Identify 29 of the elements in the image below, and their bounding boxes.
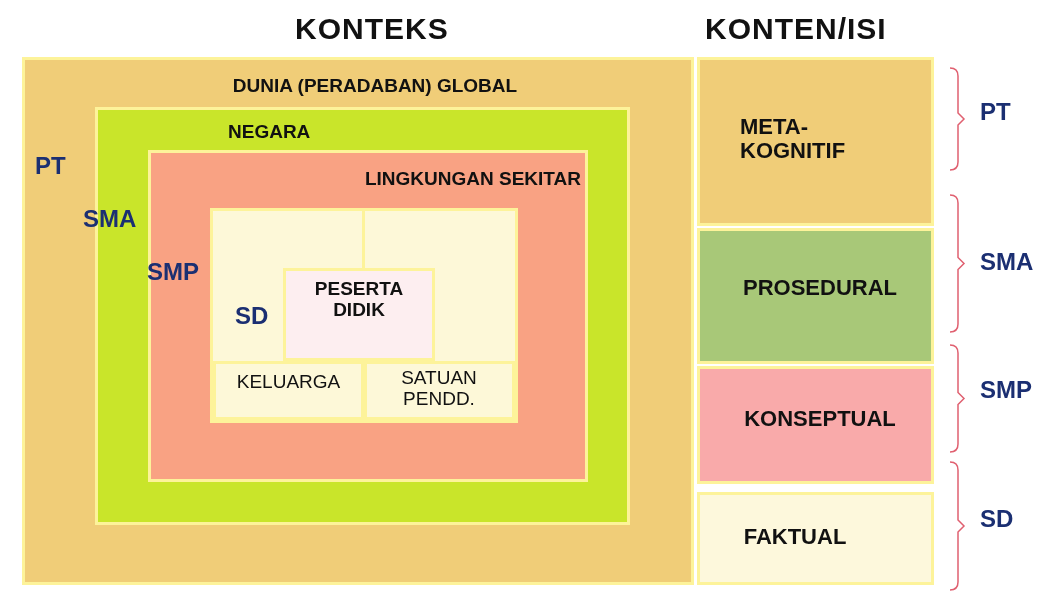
level-label: PT (35, 152, 66, 180)
level-label: SMA (980, 248, 1034, 276)
box-title: KELUARGA (235, 372, 342, 393)
box-title: NEGARA (228, 122, 312, 143)
column-heading: KONTEN/ISI (705, 12, 887, 46)
content-box (697, 228, 934, 364)
content-box (697, 492, 934, 585)
box-title: LINGKUNGAN SEKITAR (363, 169, 581, 190)
level-label: SMP (980, 376, 1032, 404)
level-label: SD (980, 505, 1014, 533)
content-box (697, 57, 934, 226)
level-label: SMP (147, 258, 199, 286)
box-title: KONSEPTUAL (743, 407, 897, 432)
column-heading: KONTEKS (295, 12, 449, 46)
box-title: SATUAN PENDD. (400, 368, 478, 410)
level-label: PT (980, 98, 1011, 126)
context-box (148, 150, 588, 482)
context-box (210, 208, 518, 423)
box-title: PESERTA DIDIK (313, 279, 405, 321)
box-title: FAKTUAL (742, 525, 848, 550)
content-box (697, 366, 934, 484)
box-title: META-KOGNITIF (740, 115, 847, 164)
box-title: DUNIA (PERADABAN) GLOBAL (231, 76, 519, 97)
level-label: SD (235, 302, 269, 330)
context-box (22, 57, 694, 585)
box-title: PROSEDURAL (742, 276, 898, 301)
learner-box (283, 268, 435, 361)
context-box (213, 361, 364, 420)
context-box (364, 361, 515, 420)
